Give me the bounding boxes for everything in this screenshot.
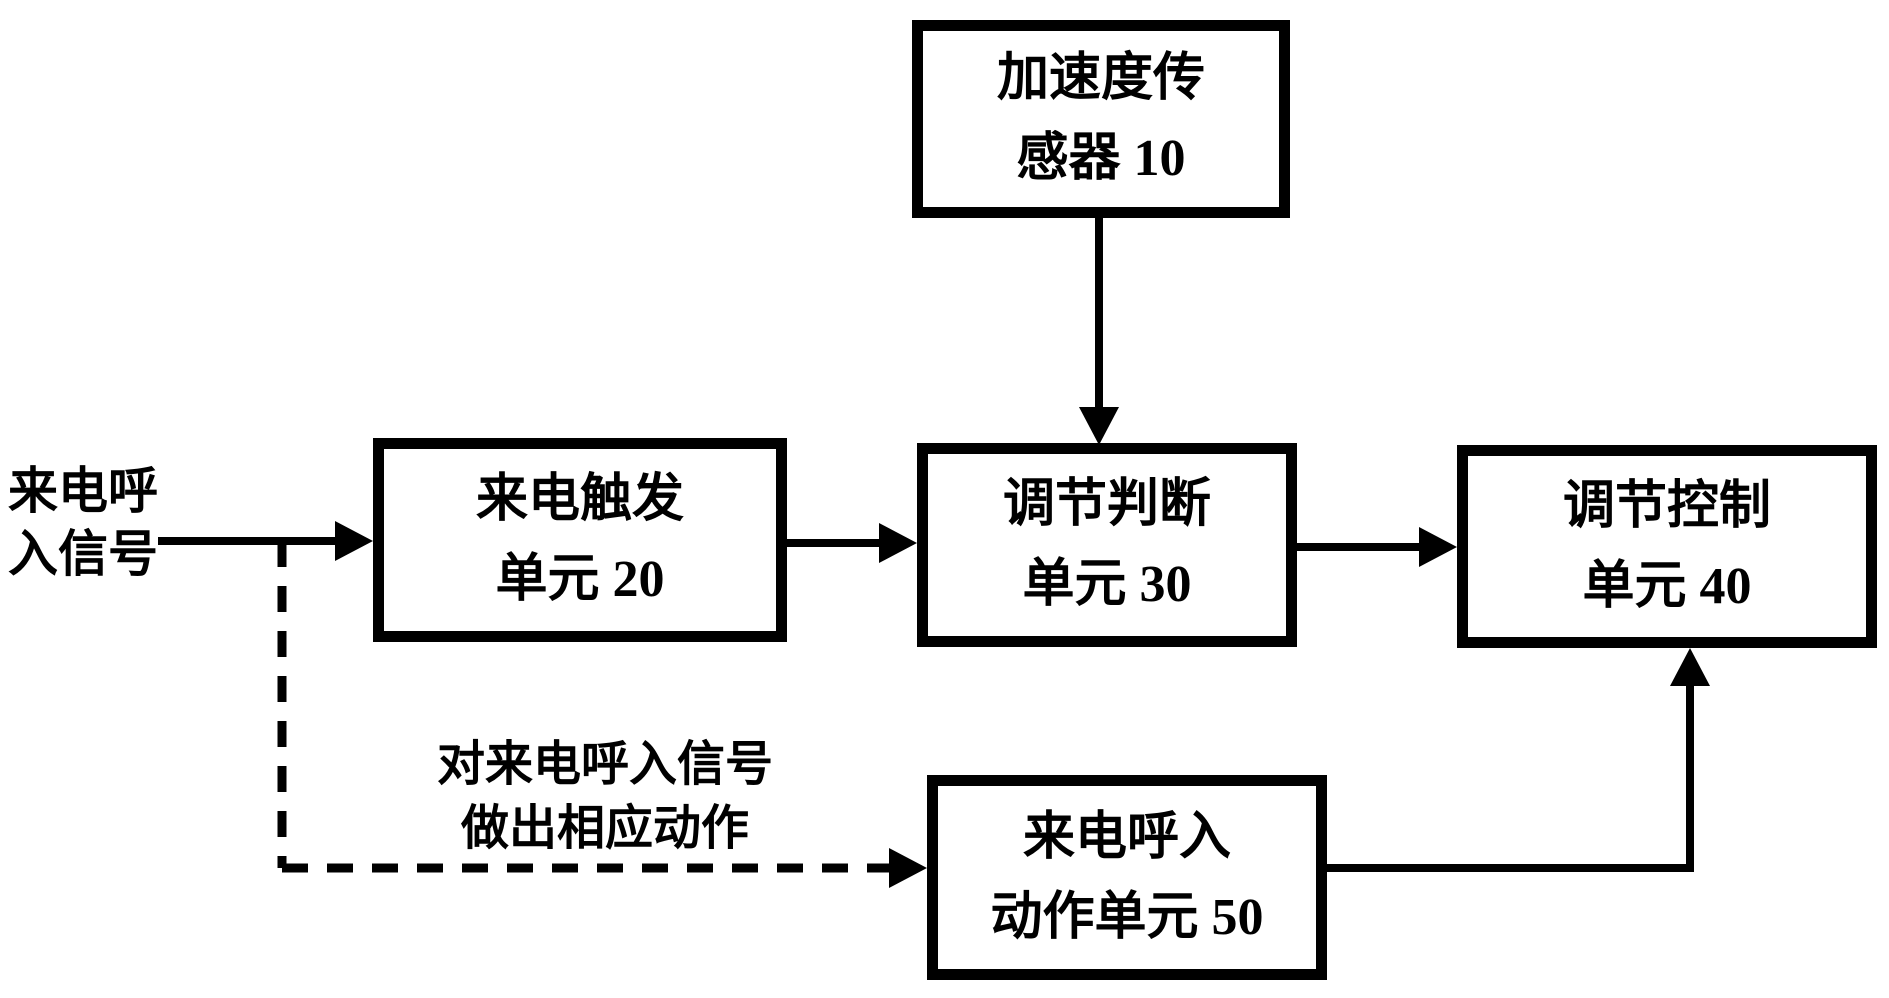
arrow-action-to-control bbox=[1322, 648, 1710, 872]
node-label-line1: 调节判断 bbox=[1002, 476, 1211, 533]
node-label-line1: 来电触发 bbox=[475, 471, 684, 528]
node-incoming-call-trigger-unit-20: 来电触发 单元 20 bbox=[373, 438, 787, 642]
node-label-line2: 单元 20 bbox=[495, 551, 665, 608]
dashed-edge-note-line2: 做出相应动作 bbox=[460, 802, 749, 855]
arrow-sensor-to-judge bbox=[1079, 213, 1119, 445]
input-signal-label-line1: 来电呼 bbox=[8, 463, 158, 519]
arrow-trigger-to-judge bbox=[782, 523, 917, 563]
node-label-line1: 来电呼入 bbox=[1022, 808, 1231, 866]
node-label-line2: 感器 10 bbox=[1016, 130, 1186, 187]
node-label-line1: 加速度传 bbox=[996, 50, 1205, 107]
node-label-line2: 单元 40 bbox=[1582, 557, 1752, 615]
dashed-edge-note-line1: 对来电呼入信号 bbox=[436, 738, 773, 791]
dashed-arrow-input-to-action bbox=[277, 541, 927, 888]
node-accelerometer-sensor-10: 加速度传 感器 10 bbox=[912, 20, 1290, 218]
node-adjustment-judgment-unit-30: 调节判断 单元 30 bbox=[917, 443, 1297, 647]
node-incoming-call-action-unit-50: 来电呼入 动作单元 50 bbox=[927, 775, 1327, 980]
node-label-line1: 调节控制 bbox=[1562, 477, 1771, 535]
input-signal-label-line2: 入信号 bbox=[8, 526, 158, 582]
node-adjustment-control-unit-40: 调节控制 单元 40 bbox=[1457, 445, 1877, 648]
node-label-line2: 单元 30 bbox=[1022, 556, 1192, 613]
arrow-judge-to-control bbox=[1292, 527, 1457, 567]
input-signal-label: 来电呼 入信号 bbox=[8, 460, 158, 586]
node-label-line2: 动作单元 50 bbox=[990, 888, 1264, 946]
arrow-input-to-trigger bbox=[158, 521, 373, 561]
dashed-edge-note-label: 对来电呼入信号 做出相应动作 bbox=[395, 733, 815, 861]
